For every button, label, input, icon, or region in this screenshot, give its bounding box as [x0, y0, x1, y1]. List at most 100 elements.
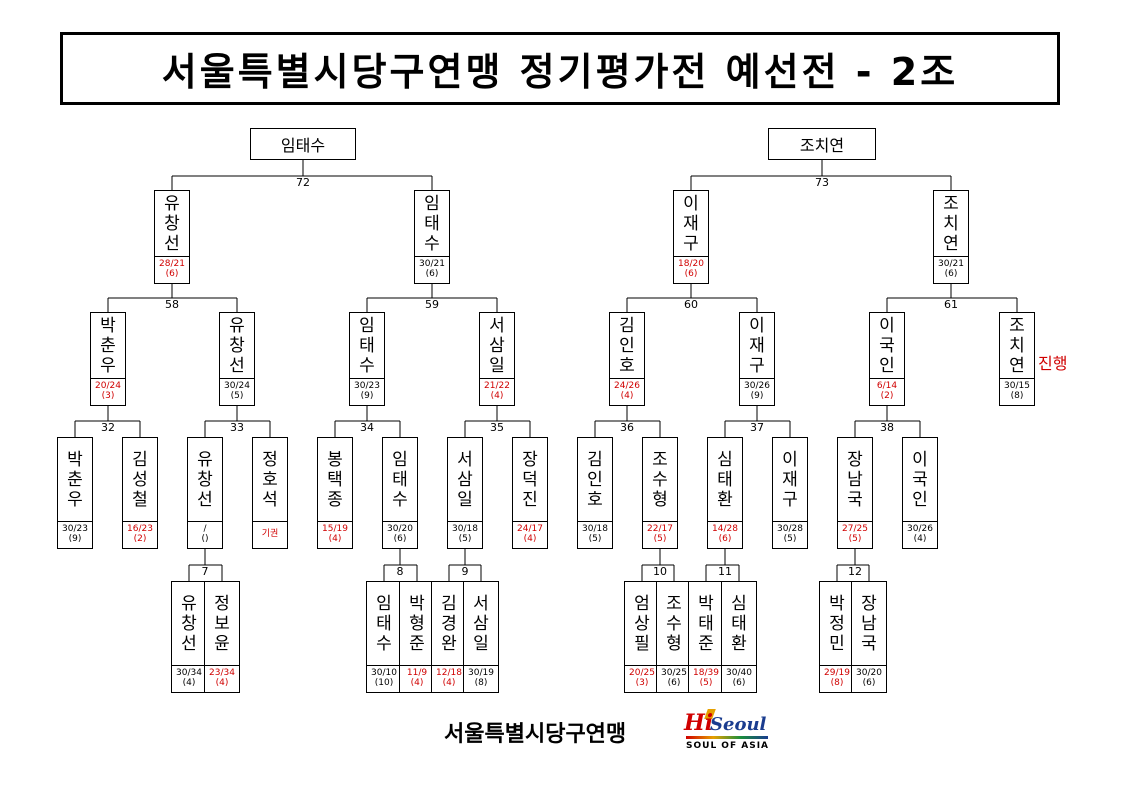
- player-score: /(): [188, 520, 222, 548]
- innings-value: (6): [944, 269, 958, 279]
- innings-value: (10): [374, 678, 394, 688]
- innings-value: (5): [230, 391, 244, 401]
- player-score: 30/40(6): [722, 664, 756, 692]
- innings-value: (6): [393, 534, 407, 544]
- player-score: 30/21(6): [415, 255, 449, 283]
- innings-value: (8): [1010, 391, 1024, 401]
- innings-value: (2): [133, 534, 147, 544]
- score-value: 30/28: [777, 524, 803, 534]
- group-winner-box-2: 조치연: [768, 128, 876, 160]
- innings-value: (3): [101, 391, 115, 401]
- player-score: 18/20(6): [674, 255, 708, 283]
- innings-value: (4): [620, 391, 634, 401]
- innings-value: (4): [442, 678, 456, 688]
- match-number: 34: [360, 421, 374, 434]
- innings-value: (6): [862, 678, 876, 688]
- player-score: 30/34(4): [172, 664, 206, 692]
- player-score: 30/20(6): [852, 664, 886, 692]
- player-score: 23/34(4): [205, 664, 239, 692]
- innings-value: (6): [732, 678, 746, 688]
- innings-value: (8): [830, 678, 844, 688]
- innings-value: (4): [328, 534, 342, 544]
- score-value: 30/10: [371, 668, 397, 678]
- match-number: 37: [750, 421, 764, 434]
- match-number: 61: [944, 298, 958, 311]
- player-score: 30/23(9): [350, 377, 384, 405]
- logo-color-bar: [686, 736, 768, 739]
- score-value: 15/19: [322, 524, 348, 534]
- player-score: 14/28(6): [708, 520, 742, 548]
- innings-value: (6): [718, 534, 732, 544]
- match-number: 60: [684, 298, 698, 311]
- match-number: 8: [396, 565, 404, 578]
- innings-value: (4): [913, 534, 927, 544]
- player-score: 24/26(4): [610, 377, 644, 405]
- match-number: 33: [230, 421, 244, 434]
- innings-value: (): [201, 534, 209, 544]
- group-winner-box-1: 임태수: [250, 128, 356, 160]
- match-number: 32: [101, 421, 115, 434]
- score-value: 기권: [261, 529, 279, 539]
- score-value: 30/34: [176, 668, 202, 678]
- match-number: 36: [620, 421, 634, 434]
- score-value: 27/25: [842, 524, 868, 534]
- page-title: 서울특별시당구연맹 정기평가전 예선전 - 2조: [60, 32, 1060, 105]
- innings-value: (5): [458, 534, 472, 544]
- innings-value: (6): [667, 678, 681, 688]
- player-score: 20/24(3): [91, 377, 125, 405]
- innings-value: (8): [474, 678, 488, 688]
- score-value: 28/21: [159, 259, 185, 269]
- logo-seoul: Seoul: [710, 714, 767, 735]
- score-value: /: [203, 524, 207, 534]
- match-number: 72: [296, 176, 310, 189]
- innings-value: (9): [360, 391, 374, 401]
- match-number: 12: [848, 565, 862, 578]
- player-score: 30/28(5): [773, 520, 807, 548]
- score-value: 18/39: [693, 668, 719, 678]
- score-value: 30/15: [1004, 381, 1030, 391]
- score-value: 30/18: [582, 524, 608, 534]
- player-score: 27/25(5): [838, 520, 872, 548]
- innings-value: (6): [425, 269, 439, 279]
- innings-value: (4): [523, 534, 537, 544]
- score-value: 24/17: [517, 524, 543, 534]
- player-score: 30/19(8): [464, 664, 498, 692]
- score-value: 12/18: [436, 668, 462, 678]
- innings-value: (4): [410, 678, 424, 688]
- score-value: 22/17: [647, 524, 673, 534]
- player-score: 24/17(4): [513, 520, 547, 548]
- match-number: 73: [815, 176, 829, 189]
- player-score: 28/21(6): [155, 255, 189, 283]
